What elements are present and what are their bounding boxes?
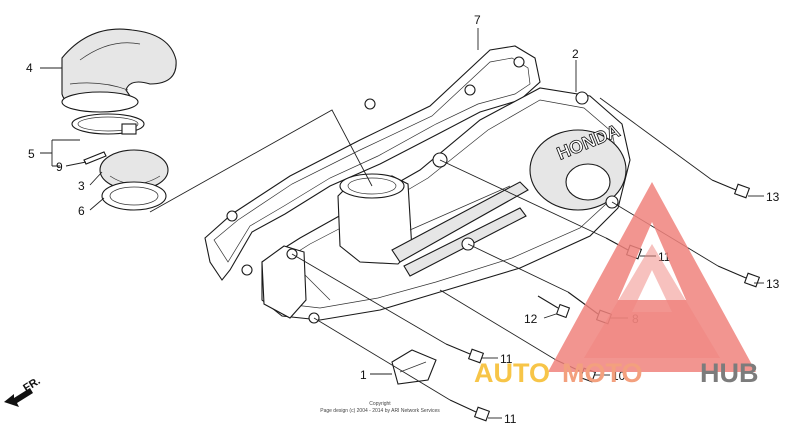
callout-1: 1 (360, 368, 367, 382)
callout-6: 6 (78, 204, 85, 218)
copyright-notice: Copyright Page design (c) 2004 - 2014 by… (320, 401, 440, 414)
watermark-moto: MOTO (562, 358, 643, 388)
crankcase-cover: HONDA (261, 87, 631, 324)
cover-bracket (391, 349, 437, 385)
copyright-line-1: Copyright (369, 401, 391, 407)
callout-5: 5 (28, 147, 35, 161)
callout-2: 2 (572, 47, 579, 61)
cover-gasket (204, 45, 541, 281)
hose-band (71, 113, 145, 135)
callout-11-bottom: 11 (504, 412, 517, 426)
watermark-auto: AUTO (474, 358, 550, 388)
front-direction-arrow: FR. (4, 375, 43, 407)
callout-11-middle: 11 (500, 352, 513, 366)
callout-12: 12 (524, 312, 538, 326)
callouts: 4 7 2 5 9 3 6 1 13 13 11 12 8 11 10 11 (26, 13, 780, 426)
intake-boot (61, 28, 177, 113)
callout-10: 10 (612, 369, 626, 383)
callout-7: 7 (474, 13, 481, 27)
callout-4: 4 (26, 61, 33, 75)
filter-seal (101, 181, 167, 211)
copyright-line-2: Page design (c) 2004 - 2014 by ARI Netwo… (320, 408, 440, 414)
callout-13-lower: 13 (766, 277, 780, 291)
callout-3: 3 (78, 179, 85, 193)
callout-13-upper: 13 (766, 190, 780, 204)
callout-9: 9 (56, 160, 63, 174)
watermark-triangle (548, 182, 756, 372)
leader-lines (40, 28, 764, 419)
watermark-logo: AUTO MOTO HUB (474, 182, 759, 388)
screw (83, 151, 107, 165)
watermark-hub: HUB (700, 358, 759, 388)
